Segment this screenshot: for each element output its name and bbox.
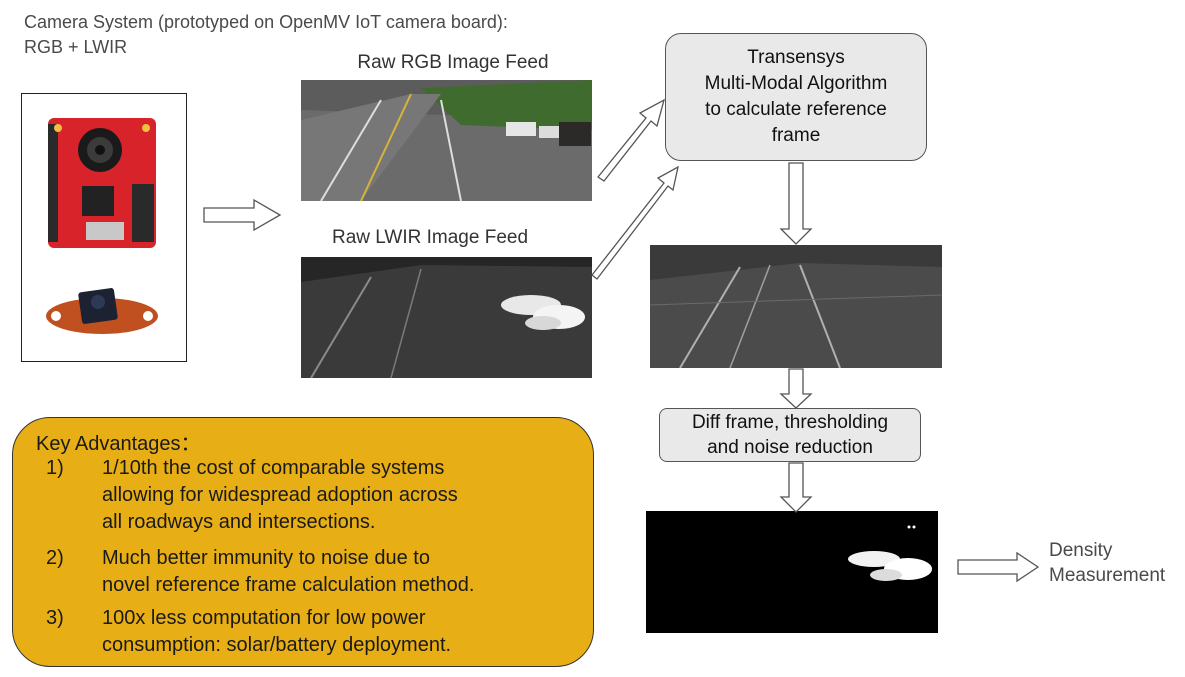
- advantage-number: 1): [46, 457, 64, 479]
- lwir-feed-label: Raw LWIR Image Feed: [331, 227, 529, 248]
- diagram-header: Camera System (prototyped on OpenMV IoT …: [24, 12, 508, 57]
- camera-hardware-box: [21, 93, 187, 362]
- diff-threshold-box: Diff frame, thresholding and noise reduc…: [659, 408, 921, 462]
- advantage-text: 100x less computation for low power cons…: [102, 607, 452, 656]
- thresholded-frame-image: [646, 511, 938, 633]
- rgb-feed-label: Raw RGB Image Feed: [357, 52, 549, 73]
- arrow-lwir-to-algorithm: [591, 165, 679, 280]
- arrow-reference-to-diff: [779, 368, 813, 409]
- arrow-thresholded-to-density: [957, 551, 1040, 583]
- advantage-number: 3): [46, 607, 64, 629]
- density-measurement-label: Density Measurement: [1049, 540, 1166, 586]
- algorithm-box: Transensys Multi-Modal Algorithm to calc…: [665, 33, 927, 161]
- arrow-rgb-to-algorithm: [597, 98, 666, 182]
- arrow-diff-to-thresholded: [779, 462, 813, 513]
- rgb-feed-image: [301, 80, 592, 201]
- arrow-algorithm-to-reference: [779, 162, 813, 245]
- key-advantages-box: [12, 417, 594, 667]
- advantage-text: Much better immunity to noise due to nov…: [102, 547, 475, 596]
- key-advantages-title: Key Advantages：: [36, 433, 201, 455]
- advantage-number: 2): [46, 547, 64, 569]
- camera-boards-illustration: [46, 118, 158, 334]
- reference-frame-image: [650, 245, 942, 368]
- lwir-feed-image: [301, 257, 592, 378]
- arrow-camera-to-feeds: [203, 198, 282, 232]
- advantage-text: 1/10th the cost of comparable systems al…: [102, 457, 458, 533]
